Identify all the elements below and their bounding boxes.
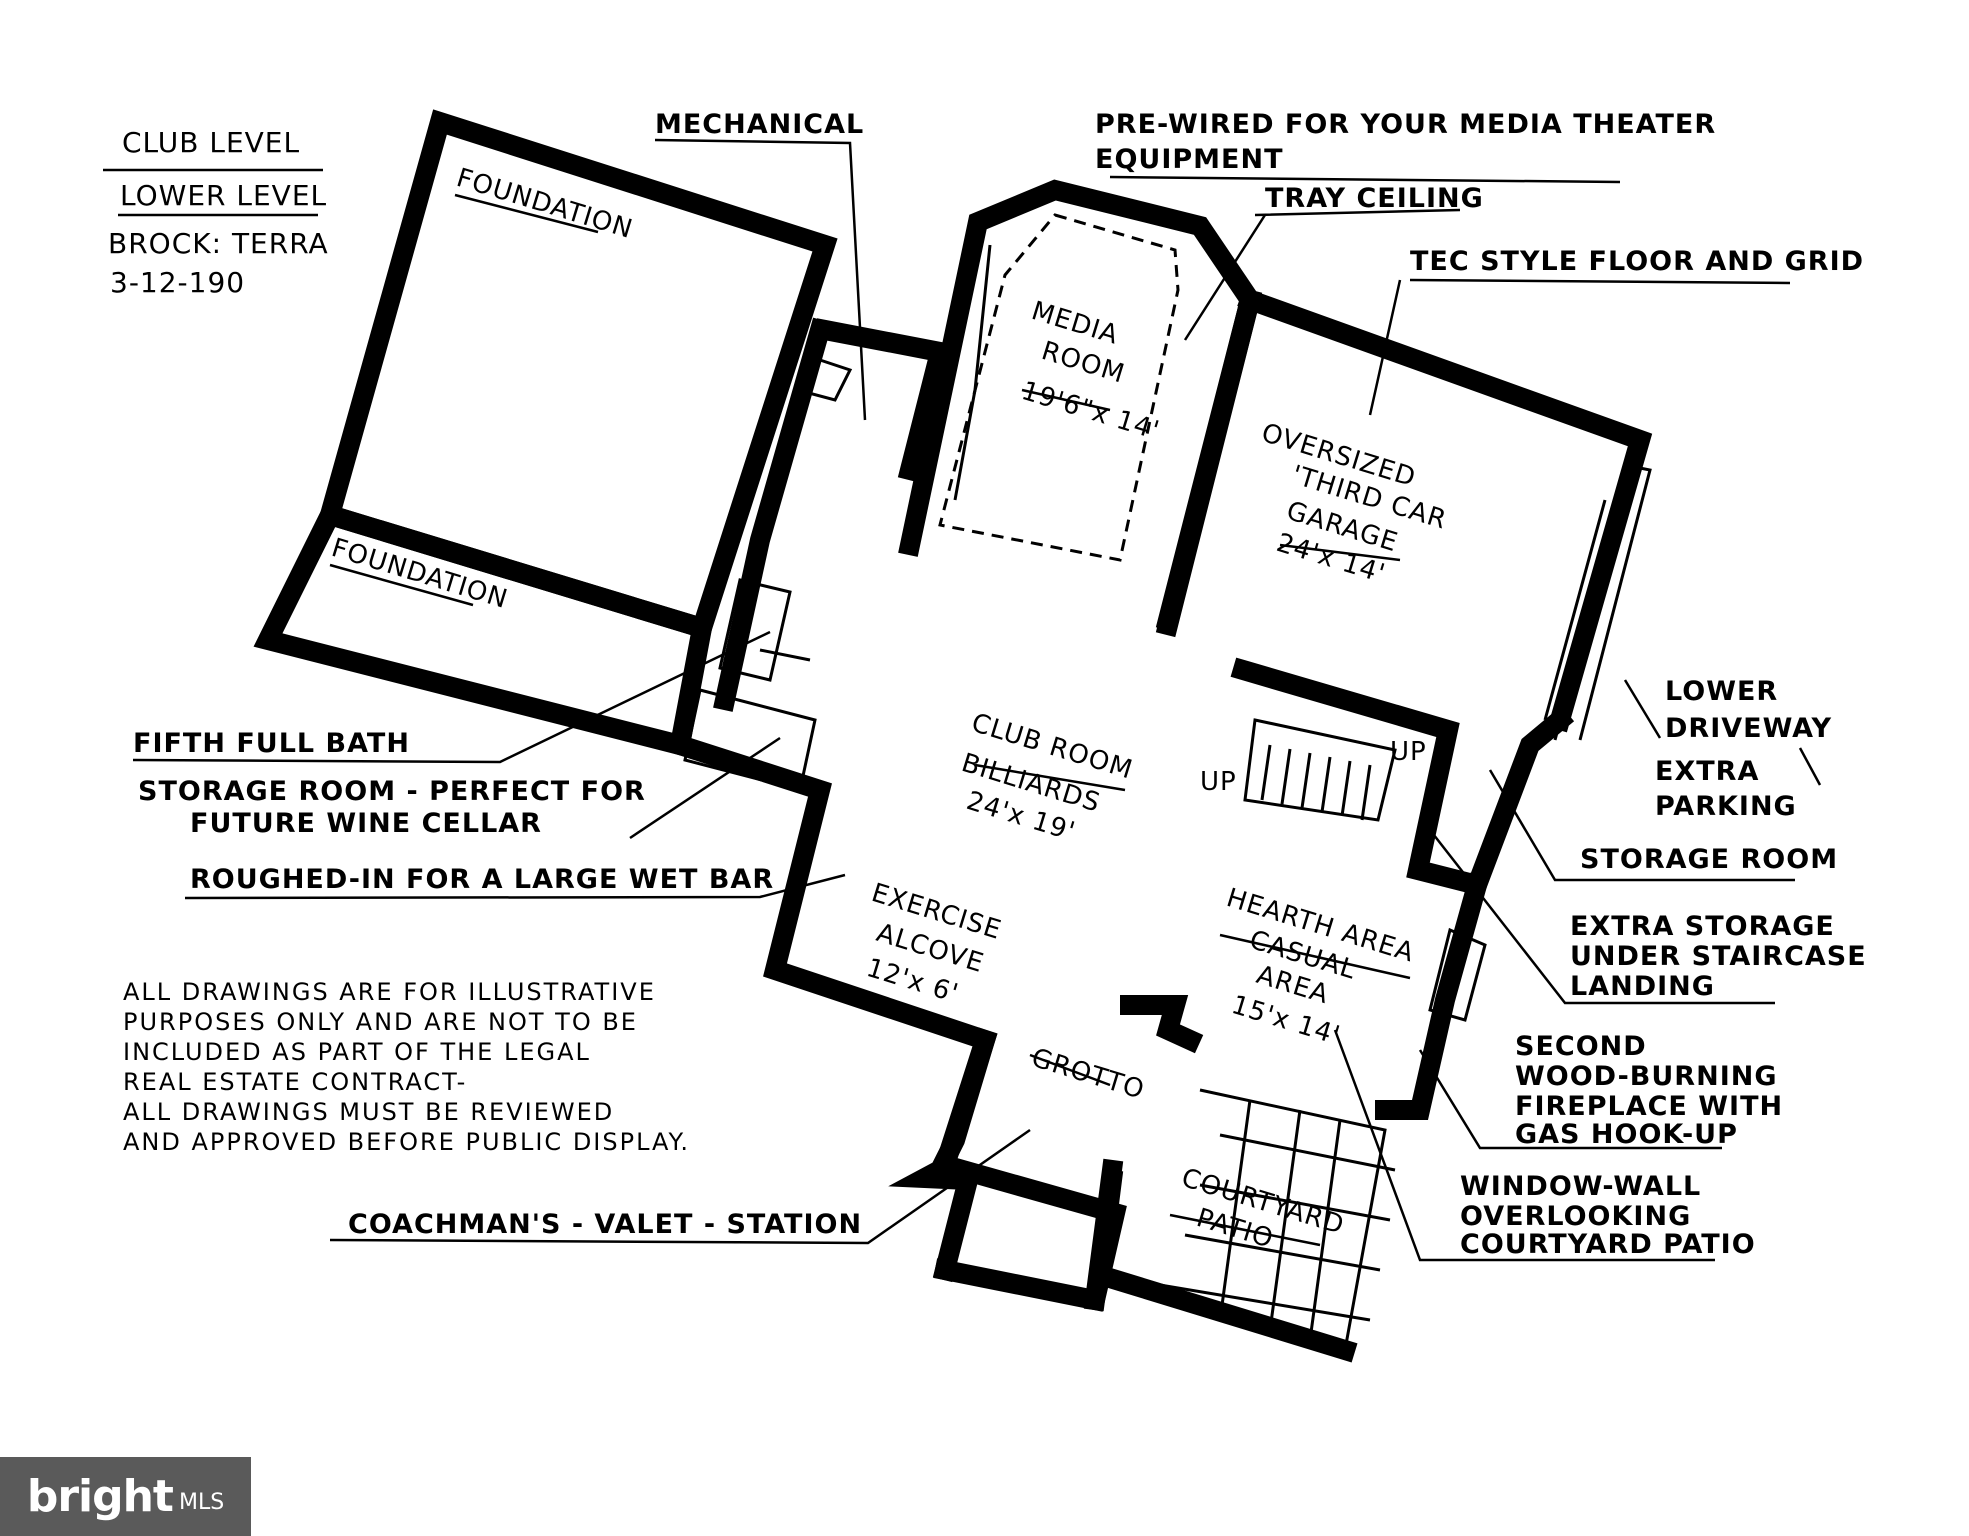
walls [253,109,1653,1363]
wine-cellar-callout-2: FUTURE WINE CELLAR [190,808,542,839]
wetbar-leader [184,873,846,900]
parking-callout-2: PARKING [1655,791,1797,822]
stairs [1243,718,1397,822]
wine-cellar-callout-1: STORAGE ROOM - PERFECT FOR [138,776,646,807]
valet-station-callout: COACHMAN'S - VALET - STATION [348,1209,862,1240]
courtyard-walls [1083,1158,1358,1363]
prewired-callout-1: PRE-WIRED FOR YOUR MEDIA THEATER [1095,109,1716,140]
disclaimer-line-4: REAL ESTATE CONTRACT- [123,1068,467,1096]
prewired-callout-2: EQUIPMENT [1095,144,1283,175]
callout-labels: MECHANICAL PRE-WIRED FOR YOUR MEDIA THEA… [133,109,1867,1260]
extra-storage-callout-3: LANDING [1570,971,1715,1002]
header-underlines [103,168,323,217]
room-labels: FOUNDATION FOUNDATION MEDIA ROOM 19'6"x … [328,163,1450,1255]
fireplace-callout-1: SECOND [1515,1031,1647,1062]
media-room-label-1: MEDIA [1028,296,1122,351]
bath-fixtures [718,358,853,682]
tec-floor-callout: TEC STYLE FLOOR AND GRID [1410,246,1864,277]
bright-mls-logo: bright MLS [0,1457,251,1536]
title-block: CLUB LEVEL LOWER LEVEL BROCK: TERRA 3-12… [108,126,329,299]
disclaimer: ALL DRAWINGS ARE FOR ILLUSTRATIVE PURPOS… [123,978,690,1156]
tray-ceiling-outline [938,213,1180,562]
driveway-arrow [1623,679,1822,786]
header-model: BROCK: TERRA [108,227,329,260]
window-leader [1333,1029,1715,1262]
window-wall-callout-2: OVERLOOKING [1460,1201,1691,1232]
driveway-callout-1: LOWER [1665,676,1778,707]
hearth-east-walls [1375,872,1490,1120]
fireplace-callout-3: FIREPLACE WITH [1515,1091,1783,1122]
leader-lines [103,138,1822,1262]
parking-callout-1: EXTRA [1655,756,1759,787]
fifth-bath-callout: FIFTH FULL BATH [133,728,410,759]
media-room-dimensions: 19'6"x 14' [1018,376,1163,446]
mechanical-callout: MECHANICAL [655,109,864,140]
fireplace [1428,927,1487,1022]
tec-leader [1368,278,1791,416]
extra-storage-callout-1: EXTRA STORAGE [1570,911,1835,942]
mechanical-leader [654,138,867,421]
window-wall-callout-1: WINDOW-WALL [1460,1171,1701,1202]
tray-ceiling-callout: TRAY CEILING [1265,183,1484,214]
disclaimer-line-3: INCLUDED AS PART OF THE LEGAL [123,1038,591,1066]
driveway-callout-2: DRIVEWAY [1665,713,1832,744]
label-underlines [329,193,1411,1247]
west-walls [667,732,998,1283]
fireplace-callout-4: GAS HOOK-UP [1515,1119,1738,1150]
disclaimer-line-1: ALL DRAWINGS ARE FOR ILLUSTRATIVE [123,978,656,1006]
wet-bar-callout: ROUGHED-IN FOR A LARGE WET BAR [190,864,774,895]
prewired-leader [1109,175,1621,184]
fireplace-leader [1418,1049,1722,1150]
extra-storage-callout-2: UNDER STAIRCASE [1570,941,1867,972]
mechanical-walls [713,317,953,712]
disclaimer-line-5: ALL DRAWINGS MUST BE REVIEWED [123,1098,614,1126]
stair-up-label-2: UP [1200,767,1237,797]
logo-suffix: MLS [178,1490,225,1515]
disclaimer-line-2: PURPOSES ONLY AND ARE NOT TO BE [123,1008,638,1036]
tray-leader [1183,208,1461,341]
header-date: 3-12-190 [110,266,245,299]
stair-walls [1230,657,1575,897]
bath-leader [132,630,771,764]
garage-window-frame [1543,463,1652,741]
storage-room-leader [1488,769,1795,882]
wine-leader [629,736,781,840]
media-inner-outline [953,188,1056,501]
header-lower-level: LOWER LEVEL [120,179,327,212]
wine-storage-counter [683,688,817,792]
storage-room-callout: STORAGE ROOM [1580,844,1838,875]
valet-leader [329,1128,1031,1245]
extra-storage-leader [1429,829,1775,1005]
header-club-level: CLUB LEVEL [122,126,300,159]
fireplace-callout-2: WOOD-BURNING [1515,1061,1778,1092]
hearth-north-walls [1120,995,1204,1054]
courtyard-paving [1159,1088,1396,1351]
stair-up-label-1: UP [1390,737,1427,767]
disclaimer-line-6: AND APPROVED BEFORE PUBLIC DISPLAY. [123,1128,690,1156]
window-wall-callout-3: COURTYARD PATIO [1460,1229,1756,1260]
logo-brand: bright [26,1471,174,1522]
grotto-label: GROTTO [1028,1043,1148,1106]
interior-lines [683,188,1652,1351]
